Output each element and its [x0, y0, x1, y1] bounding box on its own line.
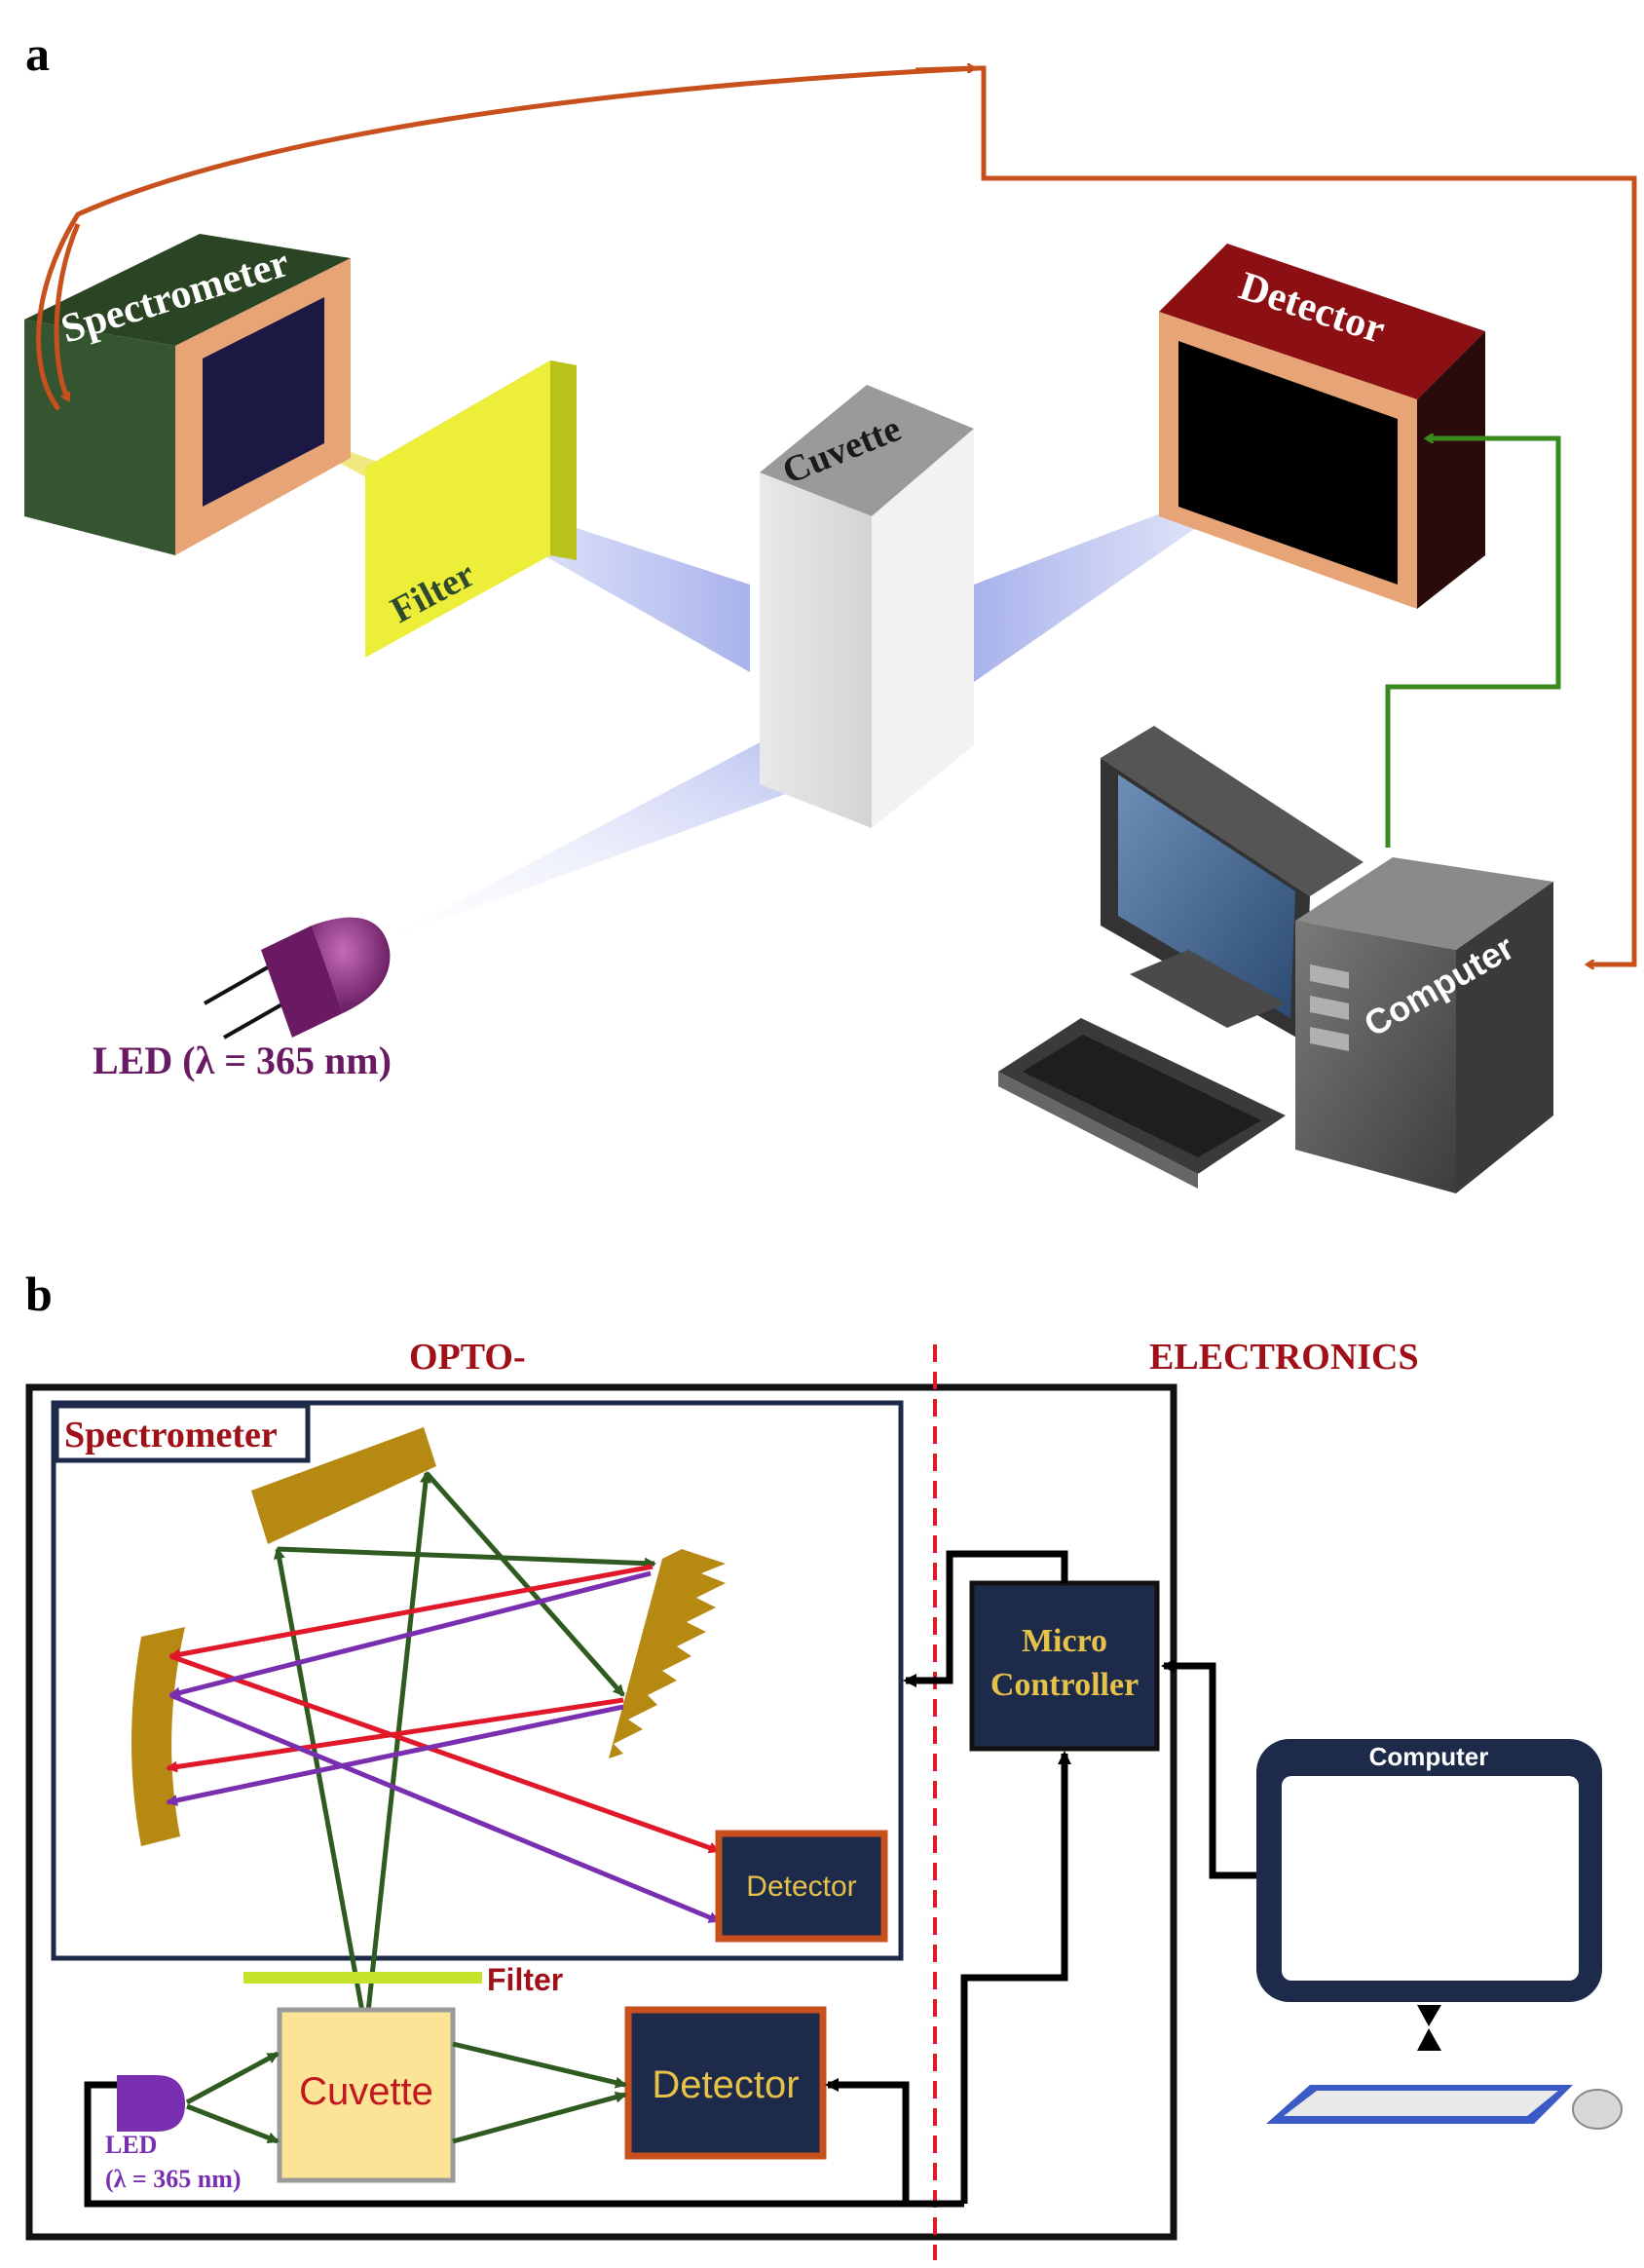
cuvette-block-3d — [760, 385, 974, 828]
micro-label-1: Micro — [1022, 1623, 1107, 1659]
inner-detector-box — [715, 1830, 888, 1943]
filter-label-b: Filter — [487, 1962, 563, 1997]
panel-b-label: b — [25, 1266, 53, 1321]
main-detector-label: Detector — [652, 2063, 799, 2106]
arrow-top-head — [915, 68, 974, 70]
beam-led-to-cuvette — [385, 701, 852, 940]
filter-plate-3d — [365, 360, 577, 658]
top-mirror — [251, 1427, 436, 1544]
opto-label: OPTO- — [409, 1337, 526, 1378]
cuvette-box-b — [277, 2007, 456, 2183]
computer-illustration-b — [1256, 1739, 1623, 2130]
led-cuvette-arrows — [185, 2041, 627, 2144]
main-detector-box — [624, 2006, 827, 2160]
inner-detector-label: Detector — [746, 1871, 856, 1903]
arrow-spectrometer-to-computer — [36, 65, 1637, 964]
spectrometer-label-b: Spectrometer — [64, 1415, 278, 1455]
cuvette-label-b: Cuvette — [299, 2070, 433, 2113]
led-wavelength-b: (λ = 365 nm) — [105, 2165, 242, 2193]
electronics-label: ELECTRONICS — [1149, 1337, 1419, 1378]
panel-a-label: a — [25, 26, 50, 81]
left-mirror — [131, 1627, 185, 1846]
led-symbol-b — [117, 2075, 185, 2132]
detector-box-3d — [1159, 244, 1485, 609]
spectrometer-title-box — [54, 1403, 311, 1463]
led-label-b: LED — [105, 2131, 157, 2159]
control-wires — [84, 1550, 1256, 2208]
purple-rays — [166, 1570, 721, 1924]
green-rays — [273, 1471, 656, 2013]
arrow-computer-to-detector — [1385, 438, 1561, 848]
computer-label-b: Computer — [1369, 1742, 1489, 1771]
led-label-a: LED (λ = 365 nm) — [93, 1039, 392, 1082]
red-rays — [166, 1564, 721, 1854]
arrow-spectrometer-return — [54, 223, 81, 399]
micro-label-2: Controller — [990, 1667, 1139, 1703]
diffraction-grating — [609, 1549, 726, 1758]
opto-electronics-frame — [25, 1383, 1177, 2241]
micro-controller-box — [969, 1580, 1160, 1752]
led-component-a — [204, 917, 391, 1040]
computer-illustration-a — [998, 726, 1553, 1193]
